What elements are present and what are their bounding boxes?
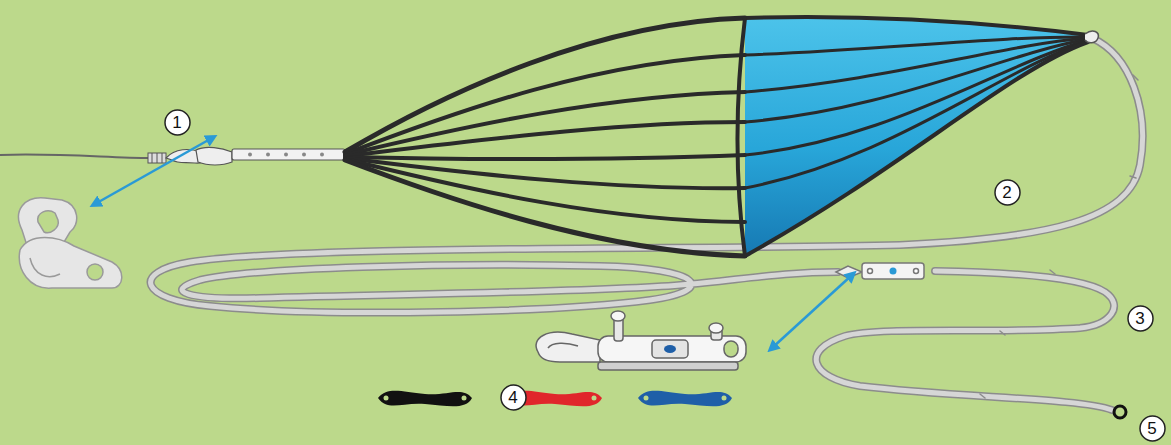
swivel-detail	[536, 311, 746, 370]
link-plates	[384, 396, 389, 401]
drogue-cone	[745, 17, 1088, 256]
rope-swivel	[868, 269, 873, 274]
link-plates	[644, 396, 649, 401]
wire-hardware	[152, 153, 162, 163]
link-plates	[378, 391, 732, 407]
detail-arrow	[772, 275, 852, 348]
wire-hardware	[0, 147, 345, 165]
drogue-cone	[345, 159, 745, 222]
shackle-detail	[19, 198, 122, 288]
shackle-detail	[87, 264, 103, 280]
callout-number: 2	[994, 179, 1021, 206]
swivel-detail	[598, 362, 738, 370]
drogue-cone	[745, 40, 1088, 155]
wire-hardware	[320, 153, 324, 157]
drogue-cone	[345, 55, 745, 154]
shackle-detail	[30, 258, 60, 277]
link-plates	[462, 396, 467, 401]
rope	[151, 38, 1143, 410]
callout-circle	[165, 110, 190, 135]
callout-circle	[501, 385, 526, 410]
wire-hardware	[266, 153, 270, 157]
rope	[980, 75, 1138, 398]
callout-label: 1	[172, 114, 181, 131]
wire-hardware	[284, 153, 288, 157]
rope-swivel	[862, 263, 924, 279]
callout-number: 5	[1139, 415, 1166, 442]
wire-hardware	[0, 155, 150, 158]
wire-hardware	[302, 153, 306, 157]
callout-label: 2	[1002, 184, 1011, 201]
wire-hardware	[248, 153, 252, 157]
drogue-cone	[345, 17, 1088, 256]
wire-hardware	[196, 147, 232, 165]
callout-number: 4	[500, 384, 527, 411]
swivel-detail	[664, 345, 676, 353]
drogue-cone	[345, 155, 745, 159]
rope	[151, 38, 1143, 410]
swivel-detail	[709, 323, 723, 333]
drogue-cone	[745, 42, 1088, 256]
callout-number: 1	[164, 109, 191, 136]
drogue-cone	[745, 17, 1088, 35]
callout-circle	[1128, 306, 1153, 331]
drogue-cone	[738, 18, 746, 256]
swivel-detail	[652, 340, 688, 358]
detail-arrow	[95, 138, 212, 204]
rope	[151, 38, 1143, 410]
callout-circle	[995, 180, 1020, 205]
drogue-cone	[745, 41, 1088, 188]
shackle-detail	[19, 238, 121, 289]
drogue-cone	[345, 92, 745, 155]
swivel-detail	[536, 332, 600, 362]
rope-swivel	[914, 269, 919, 274]
callout-label: 3	[1135, 310, 1144, 327]
link-plates	[592, 396, 597, 401]
link-plates	[378, 391, 472, 407]
rope-swivel	[890, 268, 897, 275]
callout-label: 5	[1147, 420, 1156, 437]
rope	[816, 271, 1114, 410]
link-plates	[722, 396, 727, 401]
callout-circle	[1140, 416, 1165, 441]
drogue-cone	[345, 122, 745, 156]
link-plates	[638, 391, 732, 407]
callout-number: 3	[1127, 305, 1154, 332]
callout-label: 4	[508, 389, 517, 406]
shackle-detail	[38, 211, 58, 233]
swivel-detail	[548, 343, 578, 348]
drogue-cone	[1085, 31, 1098, 43]
drogue-cone	[345, 17, 1098, 256]
wire-hardware	[148, 153, 166, 163]
rope	[980, 75, 1138, 398]
swivel-detail	[724, 341, 738, 357]
end-ring	[1114, 406, 1126, 418]
wire-hardware	[232, 149, 345, 160]
drogue-cone	[345, 160, 745, 256]
swivel-detail	[611, 311, 625, 321]
rope	[816, 271, 1114, 410]
